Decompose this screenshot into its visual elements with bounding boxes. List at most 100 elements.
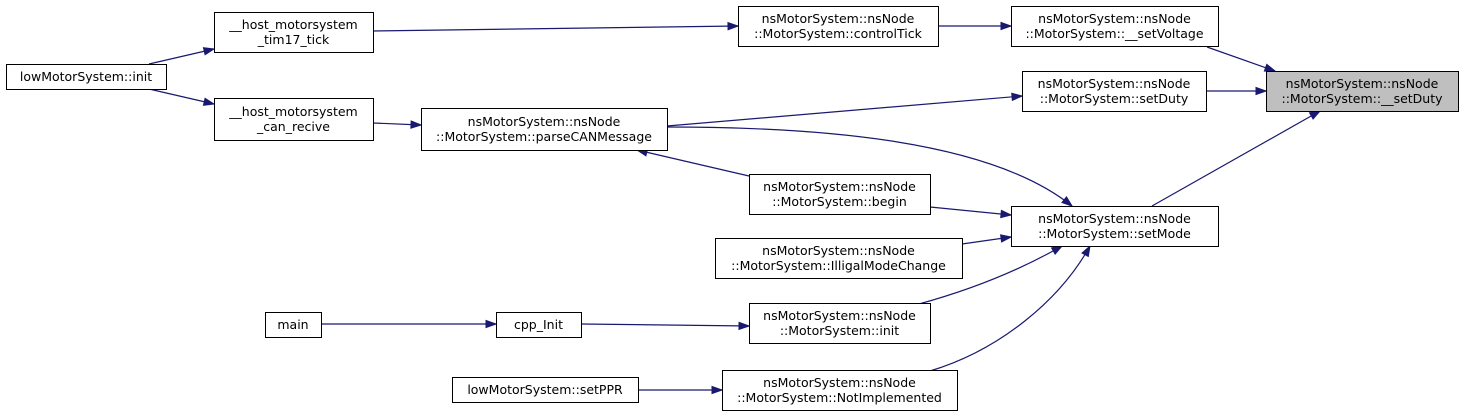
node-box [214, 98, 374, 141]
arrow-head [1000, 21, 1013, 31]
node-label-line: nsMotorSystem::nsNode [763, 179, 916, 194]
edge-canRecive-to-parseCANMessage [372, 120, 423, 129]
edge-line [929, 206, 1012, 216]
node-label-line: nsMotorSystem::nsNode [762, 11, 915, 26]
node-label-line: __host_motorsystem [228, 104, 357, 119]
node-label-line: ::MotorSystem::setMode [1038, 226, 1191, 241]
edge-main-to-cppInit [321, 319, 498, 329]
node-label-line: ::MotorSystem::setDuty [1040, 91, 1189, 106]
node-box [452, 377, 639, 403]
arrow-head [1263, 63, 1277, 72]
edge-line [636, 149, 750, 177]
node-label-line: ::MotorSystem::NotImplemented [737, 390, 942, 405]
edge-parseCANMessage-to-setMode [666, 126, 1074, 207]
edge-line [666, 126, 1073, 207]
edge-line [372, 25, 739, 32]
edge-lowInit-to-tim17 [148, 47, 216, 65]
arrow-head [738, 321, 751, 331]
node-label-line: cpp_Init [514, 317, 563, 332]
edge-parseCANMessage-to-setDuty [666, 92, 1024, 127]
node-msInit[interactable]: nsMotorSystem::nsNode::MotorSystem::init [749, 303, 931, 344]
edge-line [580, 323, 750, 327]
node-box [738, 6, 939, 47]
edge-IlligalModeChange-to-setMode [961, 234, 1013, 245]
edge-setVoltage-to-setDuty_internal [1206, 46, 1277, 72]
node-box [1011, 6, 1219, 47]
edge-begin-to-setMode [929, 206, 1013, 219]
node-box [496, 312, 582, 338]
node-label-line: ::MotorSystem::IlligalModeChange [731, 258, 946, 273]
node-box [722, 370, 958, 411]
arrow-head [1081, 244, 1091, 258]
node-label-line: ::MotorSystem::begin [772, 194, 907, 209]
node-box [1266, 71, 1459, 112]
edge-line [918, 245, 1063, 305]
node-label-line: ::MotorSystem::controlTick [754, 26, 923, 41]
node-label-line: _can_recive [256, 119, 330, 134]
node-box [715, 238, 963, 279]
node-box [6, 64, 167, 90]
arrow-head [202, 97, 216, 106]
arrow-head [999, 234, 1013, 243]
arrow-head [1050, 245, 1064, 255]
arrow-head [727, 21, 740, 31]
arrow-head [1000, 209, 1013, 219]
arrow-head [202, 47, 216, 56]
node-label-line: nsMotorSystem::nsNode [763, 375, 916, 390]
node-box [1022, 71, 1207, 112]
node-setPPR[interactable]: lowMotorSystem::setPPR [452, 377, 639, 403]
node-box [1011, 206, 1219, 247]
edge-setDuty-to-setDuty_internal [1206, 86, 1268, 96]
node-box [749, 303, 931, 344]
edge-line [929, 245, 1091, 372]
edge-msInit-to-setMode [918, 245, 1064, 305]
edge-controlTick-to-setVoltage [938, 21, 1013, 31]
node-IlligalModeChange[interactable]: nsMotorSystem::nsNode::MotorSystem::Illi… [715, 238, 963, 279]
node-label-line: nsMotorSystem::nsNode [1038, 11, 1191, 26]
arrow-head [1308, 110, 1322, 120]
node-cppInit[interactable]: cpp_Init [496, 312, 582, 338]
node-label-line: __host_motorsystem [228, 17, 357, 32]
edge-setMode-to-setDuty_internal [1151, 110, 1322, 207]
node-setMode[interactable]: nsMotorSystem::nsNode::MotorSystem::setM… [1011, 206, 1219, 247]
node-begin[interactable]: nsMotorSystem::nsNode::MotorSystem::begi… [749, 174, 931, 215]
node-main[interactable]: main [265, 312, 322, 338]
nodes-layer: nsMotorSystem::nsNode::MotorSystem::__se… [6, 6, 1459, 411]
node-label-line: lowMotorSystem::init [20, 69, 152, 84]
arrow-head [1255, 86, 1268, 96]
node-label-line: lowMotorSystem::setPPR [467, 382, 623, 397]
node-label-line: ::MotorSystem::parseCANMessage [436, 129, 652, 144]
node-label-line: nsMotorSystem::nsNode [1038, 76, 1191, 91]
node-box [214, 12, 374, 53]
node-label-line: ::MotorSystem::__setVoltage [1025, 26, 1203, 41]
node-lowInit[interactable]: lowMotorSystem::init [6, 64, 167, 90]
node-NotImplemented[interactable]: nsMotorSystem::nsNode::MotorSystem::NotI… [722, 370, 958, 411]
edge-line [1206, 46, 1276, 72]
arrow-head [410, 120, 423, 129]
edge-NotImplemented-to-setMode [929, 244, 1091, 372]
edge-tim17-to-controlTick [372, 21, 740, 32]
node-parseCANMessage[interactable]: nsMotorSystem::nsNode::MotorSystem::pars… [421, 108, 668, 151]
node-label-line: ::MotorSystem::init [780, 323, 899, 338]
node-tim17[interactable]: __host_motorsystem_tim17_tick [214, 12, 374, 53]
node-box [265, 312, 322, 338]
arrow-head [711, 385, 724, 395]
node-label-line: nsMotorSystem::nsNode [763, 308, 916, 323]
node-setVoltage[interactable]: nsMotorSystem::nsNode::MotorSystem::__se… [1011, 6, 1219, 47]
node-setDuty[interactable]: nsMotorSystem::nsNode::MotorSystem::setD… [1022, 71, 1207, 112]
arrow-head [485, 319, 498, 329]
node-label-line: nsMotorSystem::nsNode [1286, 76, 1439, 91]
node-canRecive[interactable]: __host_motorsystem_can_recive [214, 98, 374, 141]
edge-line [1151, 110, 1321, 207]
node-controlTick[interactable]: nsMotorSystem::nsNode::MotorSystem::cont… [738, 6, 939, 47]
node-setDuty_internal[interactable]: nsMotorSystem::nsNode::MotorSystem::__se… [1266, 71, 1459, 112]
node-box [749, 174, 931, 215]
edge-cppInit-to-msInit [580, 321, 751, 331]
edge-setPPR-to-NotImplemented [638, 385, 724, 395]
node-label-line: main [277, 317, 308, 332]
edge-line [148, 48, 215, 65]
node-label-line: nsMotorSystem::nsNode [468, 114, 621, 129]
node-label-line: ::MotorSystem::__setDuty [1281, 91, 1443, 106]
edge-begin-to-parseCANMessage [635, 148, 750, 177]
